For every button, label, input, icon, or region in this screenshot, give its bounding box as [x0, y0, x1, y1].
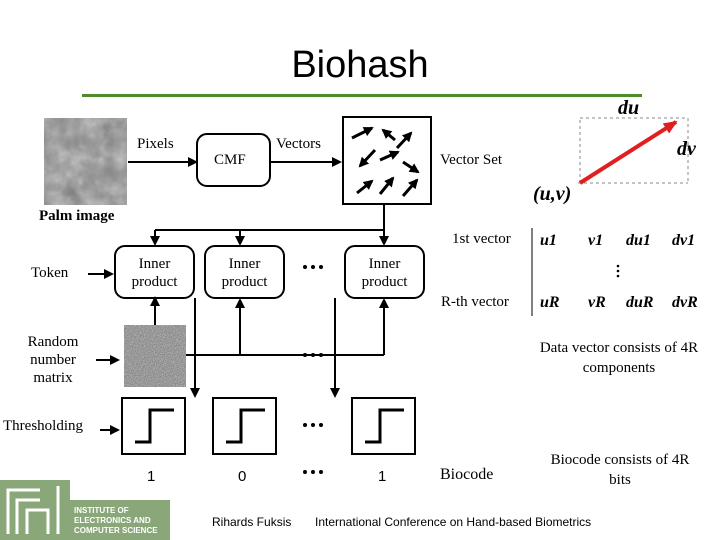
du-label: du: [618, 97, 640, 119]
bit-2: 0: [238, 468, 247, 485]
institute-line-1: INSTITUTE OF: [74, 506, 129, 515]
data-vector-note: Data vector consists of 4R components: [539, 340, 699, 376]
pixels-label: Pixels: [137, 136, 174, 152]
slide-title: Biohash: [291, 44, 429, 86]
uv-label: (u,v): [533, 183, 572, 205]
biocode-label: Biocode: [440, 466, 494, 483]
palm-image-label: Palm image: [39, 208, 115, 224]
table-cell-dvR: dvR: [672, 294, 698, 311]
dv-label: dv: [677, 138, 696, 160]
table-cell-du1: du1: [626, 232, 651, 249]
palm-image: [44, 118, 127, 205]
table-cell-dv1: dv1: [672, 232, 696, 249]
token-label: Token: [31, 265, 69, 281]
table-cell-uR: uR: [540, 294, 560, 311]
table-cell-u1: u1: [540, 232, 557, 249]
vectors-label: Vectors: [276, 136, 321, 152]
ellipsis-dots: [303, 264, 620, 474]
title-underline: [82, 94, 642, 97]
thresholding-label: Thresholding: [3, 418, 83, 434]
random-number-matrix-image: [124, 325, 186, 387]
vector-set-label: Vector Set: [440, 152, 503, 168]
threshold-box-1: [121, 397, 186, 455]
inner-product-label-1: Inner product: [131, 256, 178, 290]
random-matrix-label: Random number matrix: [27, 334, 79, 386]
institute-line-2: ELECTRONICS AND: [74, 516, 151, 525]
inner-product-label-3: Inner product: [361, 256, 408, 290]
institute-name: INSTITUTE OF ELECTRONICS AND COMPUTER SC…: [74, 506, 158, 536]
inner-product-label-2: Inner product: [221, 256, 268, 290]
bit-3: 1: [378, 468, 387, 485]
vector-set-box: [342, 116, 432, 205]
table-cell-vR: vR: [588, 294, 606, 311]
du-dv-graph: [578, 117, 689, 185]
first-vector-label: 1st vector: [452, 231, 511, 247]
institute-logo: [0, 480, 170, 540]
author-name: Rihards Fuksis: [212, 515, 292, 529]
threshold-box-2: [212, 397, 277, 455]
table-cell-v1: v1: [588, 232, 604, 249]
cmf-box: [196, 133, 271, 187]
conference-name: International Conference on Hand-based B…: [315, 515, 592, 529]
threshold-box-3: [351, 397, 416, 455]
biocode-note: Biocode consists of 4R bits: [550, 452, 690, 488]
bit-1: 1: [147, 468, 156, 485]
institute-line-3: COMPUTER SCIENCE: [74, 526, 158, 535]
cmf-label: CMF: [214, 152, 246, 168]
rth-vector-label: R-th vector: [441, 294, 509, 310]
table-cell-duR: duR: [626, 294, 654, 311]
